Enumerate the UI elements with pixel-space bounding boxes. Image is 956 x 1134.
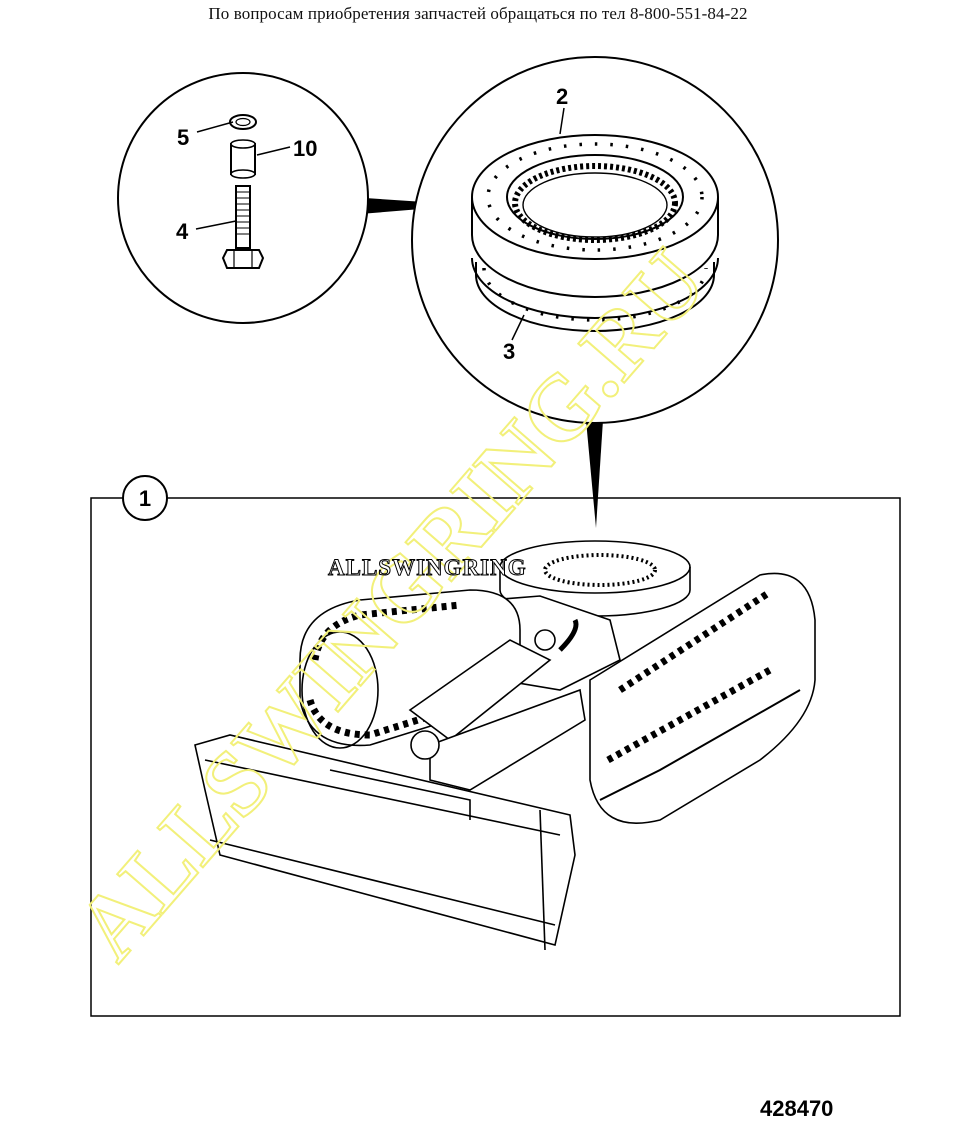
lower-ring-shape [471,257,719,332]
callout-5: 5 [177,125,189,150]
undercarriage-drawing [194,540,816,951]
bolt-shape [221,185,265,269]
callout-2: 2 [556,84,568,109]
banner-watermark: ALLSWINGRING [328,555,527,580]
bolt-detail-bubble: 5 10 4 [117,72,369,324]
callout-1: 1 [122,475,168,521]
callout-4: 4 [176,219,189,244]
washer-shape [229,114,257,130]
callout-10: 10 [293,136,317,161]
callout-1-label: 1 [139,486,151,511]
figure-id: 428470 [760,1096,834,1121]
assembly-pointer [586,420,603,528]
upper-ring-shape [471,134,719,298]
ring-detail-bubble: 2 3 [411,56,779,424]
spacer-shape [230,139,256,179]
assembly-frame [90,497,901,1017]
contact-header: По вопросам приобретения запчастей обращ… [208,4,748,23]
callout-3: 3 [503,339,515,364]
